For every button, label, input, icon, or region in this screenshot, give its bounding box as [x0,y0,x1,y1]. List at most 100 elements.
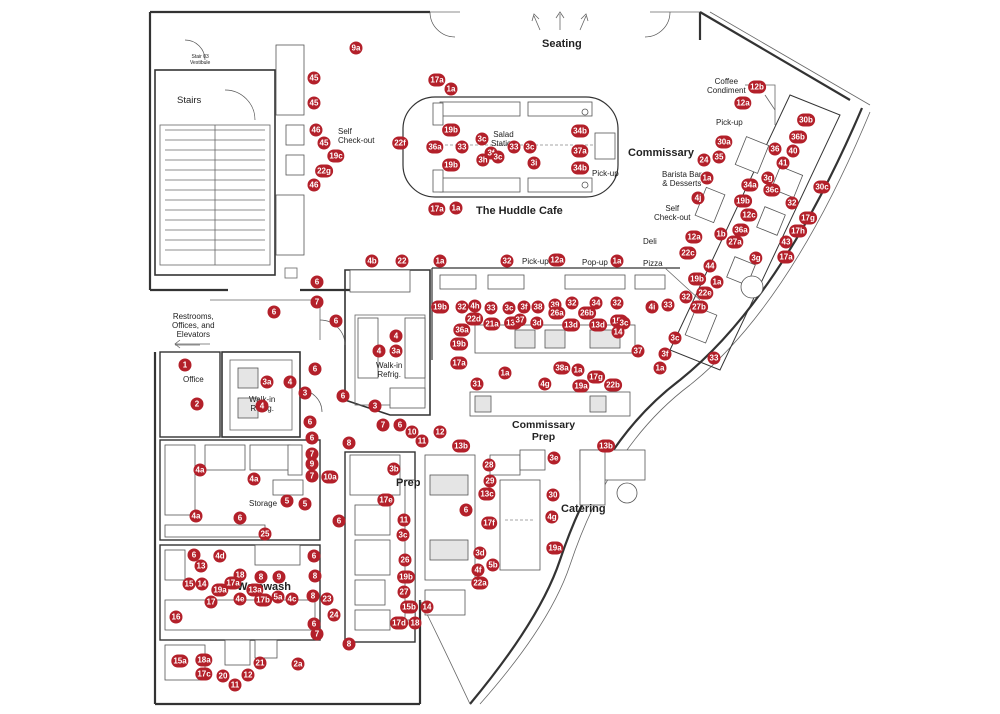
equipment-tag: 17a [428,202,446,216]
catering-area [489,449,646,571]
walk-in-refrig-main [319,269,431,416]
equipment-tag: 7 [376,418,390,432]
equipment-tag: 17f [481,516,497,530]
equipment-tag: 36 [768,142,782,156]
equipment-tag: 5b [486,558,500,572]
equipment-tag: 3a [389,344,403,358]
equipment-tag: 3f [517,300,531,314]
equipment-tag: 3c [523,140,537,154]
equipment-tag: 9 [305,457,319,471]
equipment-tag: 14 [611,325,625,339]
equipment-tag: 17g [799,211,817,225]
equipment-tag: 14 [420,600,434,614]
equipment-tag: 4f [471,563,485,577]
equipment-tag: 17b [254,593,272,607]
equipment-tag: 4b [365,254,379,268]
equipment-tag: 33 [484,301,498,315]
equipment-tag: 4 [283,375,297,389]
equipment-tag: 27b [690,300,708,314]
equipment-tag: 27 [397,585,411,599]
equipment-tag: 15b [400,600,418,614]
equipment-tag: 12b [748,80,766,94]
equipment-tag: 22e [696,286,714,300]
equipment-tag: 19b [397,570,415,584]
room-label-prep: Prep [396,477,421,489]
room-label-huddle-cafe: The Huddle Cafe [476,205,563,217]
equipment-tag: 36a [453,323,471,337]
equipment-tag: 1a [444,82,458,96]
equipment-tag: 34a [741,178,759,192]
equipment-tag: 34 [589,296,603,310]
equipment-tag: 24 [697,153,711,167]
equipment-tag: 19b [688,272,706,286]
equipment-tag: 12 [433,425,447,439]
storage-room [159,439,321,541]
equipment-tag: 36b [789,130,807,144]
equipment-tag: 3c [502,301,516,315]
equipment-tag: 7 [310,295,324,309]
equipment-tag: 19b [431,300,449,314]
equipment-tag: 22f [392,136,408,150]
equipment-tag: 15a [171,654,189,668]
equipment-tag: 14 [195,577,209,591]
room-label-pickup-line: Pick-up [522,257,549,266]
equipment-tag: 44 [703,259,717,273]
equipment-tag: 11 [228,678,242,692]
equipment-tag: 4 [389,329,403,343]
equipment-tag: 36a [426,140,444,154]
outer-walls [148,10,871,706]
equipment-tag: 12 [241,668,255,682]
equipment-tag: 32 [455,300,469,314]
equipment-tag: 4d [213,549,227,563]
room-label-deli: Deli [643,237,657,246]
equipment-tag: 4g [545,510,559,524]
equipment-tag: 1a [700,171,714,185]
equipment-tag: 3d [530,316,544,330]
equipment-tag: 6 [310,275,324,289]
equipment-tag: 4c [285,592,299,606]
equipment-tag: 33 [707,351,721,365]
equipment-tag: 26b [578,306,596,320]
equipment-tag: 16 [169,610,183,624]
equipment-tag: 17a [450,356,468,370]
equipment-tag: 3c [668,331,682,345]
equipment-tag: 13b [597,439,615,453]
equipment-tag: 33 [661,298,675,312]
equipment-tag: 22g [315,164,333,178]
equipment-tag: 17e [377,493,395,507]
equipment-tag: 1 [178,358,192,372]
equipment-tag: 8 [342,436,356,450]
equipment-tag: 17a [428,73,446,87]
equipment-tag: 3c [475,132,489,146]
equipment-tag: 3 [368,399,382,413]
equipment-tag: 3g [761,171,775,185]
equipment-tag: 7 [305,469,319,483]
equipment-tag: 1b [714,227,728,241]
equipment-tag: 1a [610,254,624,268]
equipment-tag: 34b [571,161,589,175]
equipment-tag: 13b [452,439,470,453]
equipment-tag: 3a [260,375,274,389]
equipment-tag: 3h [476,153,490,167]
equipment-tag: 22 [395,254,409,268]
equipment-tag: 43 [779,235,793,249]
equipment-tag: 3 [298,386,312,400]
equipment-tag: 13d [562,318,580,332]
equipment-tag: 36a [732,223,750,237]
equipment-tag: 24 [327,608,341,622]
equipment-tag: 26a [548,306,566,320]
equipment-tag: 22a [471,576,489,590]
equipment-tag: 1a [433,254,447,268]
equipment-tag: 17c [195,667,213,681]
equipment-tag: 13d [589,318,607,332]
equipment-tag: 22c [679,246,697,260]
equipment-tag: 10a [321,470,339,484]
equipment-tag: 4a [189,509,203,523]
equipment-tag: 1a [653,361,667,375]
equipment-tag: 45 [307,96,321,110]
equipment-tag: 11 [415,434,429,448]
equipment-tag: 3e [547,451,561,465]
room-label-office: Office [183,375,204,384]
